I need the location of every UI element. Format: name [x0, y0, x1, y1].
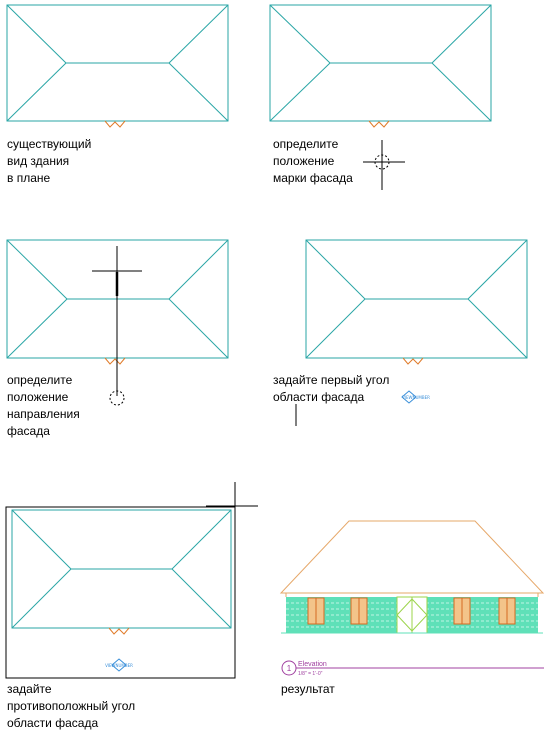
elevation-roof — [279, 520, 545, 597]
caption-step-4: задайте первый угол области фасада — [273, 373, 390, 404]
elevation-marker-icon: VIEWNUMBER — [401, 390, 430, 404]
panel-2-plan — [269, 4, 492, 190]
door-swing-icon — [104, 357, 126, 365]
elevation-window — [307, 597, 325, 625]
crosshair-cursor-icon — [206, 482, 258, 532]
roof-plan-2 — [269, 4, 492, 122]
roof-plan-5 — [11, 509, 232, 629]
view-title-block: 1 Elevation 1/8" = 1'-0" — [281, 660, 544, 677]
crosshair-cursor-icon — [92, 246, 142, 296]
view-scale: 1/8" = 1'-0" — [298, 671, 323, 677]
panel-3-plan — [6, 239, 229, 406]
caption-step-6: результат — [281, 682, 335, 696]
roof-plan-1 — [6, 4, 229, 122]
caption-step-1: существующий вид здания в плане — [7, 137, 92, 185]
panel-1-plan — [6, 4, 229, 128]
door-swing-icon — [104, 120, 126, 128]
elevation-marker-icon: VIEWNUMBER — [105, 658, 133, 672]
door-swing-icon — [108, 627, 130, 635]
elevation-window — [350, 597, 368, 625]
elevation-window — [453, 597, 471, 625]
caption-step-2: определите положение марки фасада — [273, 137, 353, 185]
marker-label: VIEWNUMBER — [402, 395, 430, 400]
caption-step-3: определите положение направления фасада — [7, 373, 80, 438]
crosshair-cursor-icon — [363, 140, 405, 190]
door-swing-icon — [368, 120, 390, 128]
elevation-door — [396, 596, 428, 634]
roof-plan-4 — [305, 239, 528, 359]
view-name: Elevation — [298, 661, 327, 668]
caption-step-5: задайте противоположный угол области фас… — [7, 682, 136, 730]
door-swing-icon — [402, 357, 424, 365]
view-number: 1 — [287, 664, 292, 673]
panel-6-elevation: 1 Elevation 1/8" = 1'-0" — [279, 520, 545, 677]
elevation-mark-ghost-icon — [109, 390, 125, 406]
panel-5-plan: VIEWNUMBER — [5, 482, 258, 679]
elevation-window — [498, 597, 516, 625]
elevation-region-box — [5, 506, 236, 679]
marker-label: VIEWNUMBER — [105, 663, 133, 668]
panel-4-plan: VIEWNUMBER — [295, 239, 528, 426]
